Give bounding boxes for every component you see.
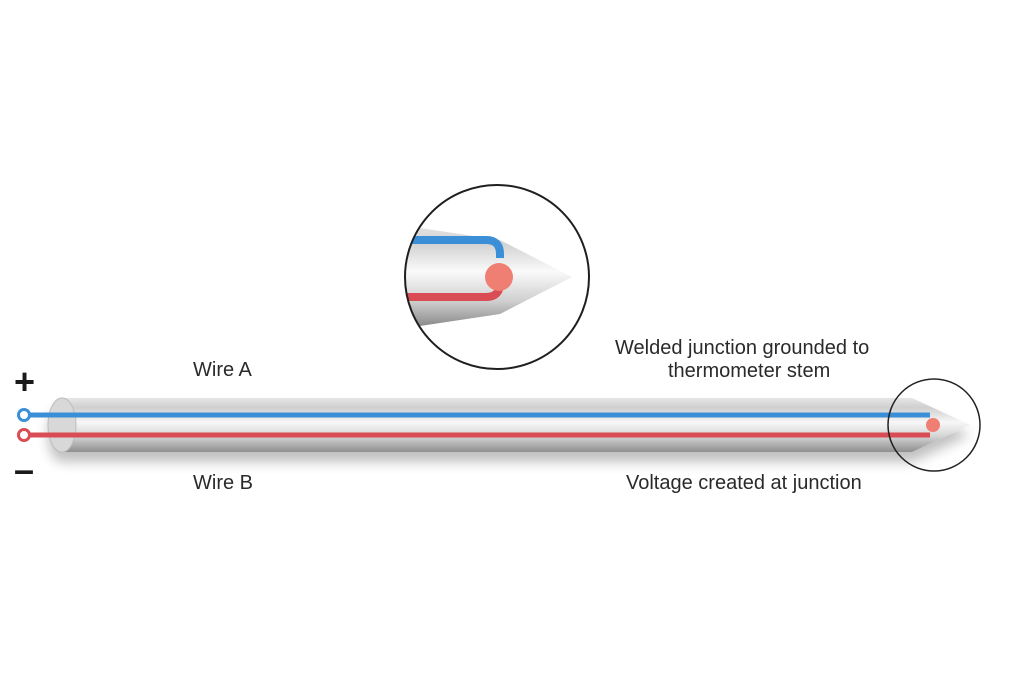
wire-a-terminal <box>17 408 31 422</box>
probe-stem <box>48 398 970 452</box>
stem-end-cap <box>47 397 77 453</box>
wire-b-label: Wire B <box>193 472 253 494</box>
voltage-label: Voltage created at junction <box>626 472 862 494</box>
wire-b-terminal <box>17 428 31 442</box>
positive-terminal-sign: + <box>14 361 36 402</box>
negative-terminal-sign: – <box>14 449 35 490</box>
tip-junction <box>926 418 940 432</box>
junction-label-line2: thermometer stem <box>668 360 831 382</box>
zoom-ring <box>404 184 590 370</box>
zoom-detail <box>404 184 590 370</box>
junction-label-line1: Welded junction grounded to <box>615 337 870 359</box>
zoom-junction <box>485 263 513 291</box>
tip-magnifier-ring <box>887 378 981 472</box>
wire-a-label: Wire A <box>193 359 252 381</box>
